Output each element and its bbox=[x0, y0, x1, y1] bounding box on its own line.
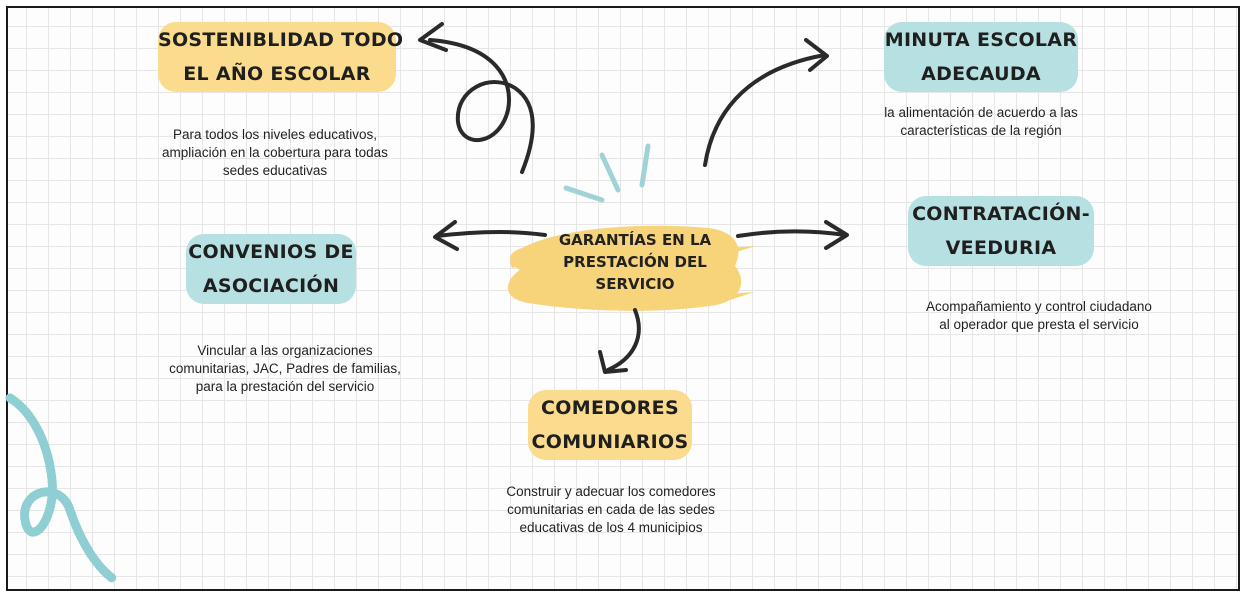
node-title-line: EL AÑO ESCOLAR bbox=[183, 63, 371, 85]
node-title-line: ASOCIACIÓN bbox=[202, 275, 340, 297]
desc-line: Construir y adecuar los comedores bbox=[506, 484, 716, 499]
desc-line: educativas de los 4 municipios bbox=[519, 520, 703, 535]
center-title: GARANTÍAS EN LA PRESTACIÓN DEL SERVICIO bbox=[545, 229, 725, 295]
desc-line: Para todos los niveles educativos, bbox=[172, 127, 378, 142]
node-title-line: CONTRATACIÓN- bbox=[912, 203, 1090, 225]
center-title-line: GARANTÍAS EN LA bbox=[558, 231, 712, 249]
desc-line: Vincular a las organizaciones bbox=[197, 343, 373, 358]
center-title-line: SERVICIO bbox=[595, 275, 675, 293]
desc-line: características de la región bbox=[900, 123, 1062, 138]
node-minuta-desc: la alimentación de acuerdo a las caracte… bbox=[866, 104, 1096, 140]
node-contratacion-title: CONTRATACIÓN- VEEDURIA bbox=[908, 196, 1094, 266]
node-comedores-title: COMEDORES COMUNIARIOS bbox=[528, 390, 692, 460]
node-sostenibilidad-title: SOSTENIBLIDAD TODO EL AÑO ESCOLAR bbox=[158, 22, 404, 92]
node-title-line: VEEDURIA bbox=[945, 237, 1057, 259]
node-title-line: COMEDORES bbox=[541, 397, 679, 419]
desc-line: la alimentación de acuerdo a las bbox=[884, 105, 1078, 120]
desc-line: al operador que presta el servicio bbox=[939, 317, 1139, 332]
node-title-line: MINUTA ESCOLAR bbox=[884, 29, 1078, 51]
node-minuta-title: MINUTA ESCOLAR ADECAUDA bbox=[884, 22, 1078, 92]
node-comedores-desc: Construir y adecuar los comedores comuni… bbox=[478, 483, 744, 537]
desc-line: Acompañamiento y control ciudadano bbox=[926, 299, 1152, 314]
node-contratacion-desc: Acompañamiento y control ciudadano al op… bbox=[893, 298, 1185, 334]
desc-line: para la prestación del servicio bbox=[195, 379, 375, 394]
node-sostenibilidad-desc: Para todos los niveles educativos, ampli… bbox=[140, 126, 410, 180]
desc-line: ampliación en la cobertura para todas bbox=[162, 145, 388, 160]
desc-line: comunitarias en cada de las sedes bbox=[507, 502, 715, 517]
node-convenios-desc: Vincular a las organizaciones comunitari… bbox=[145, 342, 425, 396]
center-title-line: PRESTACIÓN DEL bbox=[563, 253, 707, 271]
node-title-line: CONVENIOS DE bbox=[188, 241, 354, 263]
node-title-line: ADECAUDA bbox=[921, 63, 1041, 85]
node-title-line: COMUNIARIOS bbox=[531, 431, 689, 453]
node-title-line: SOSTENIBLIDAD TODO bbox=[158, 29, 404, 51]
node-convenios-title: CONVENIOS DE ASOCIACIÓN bbox=[186, 234, 356, 304]
desc-line: comunitarias, JAC, Padres de familias, bbox=[169, 361, 401, 376]
desc-line: sedes educativas bbox=[222, 163, 328, 178]
